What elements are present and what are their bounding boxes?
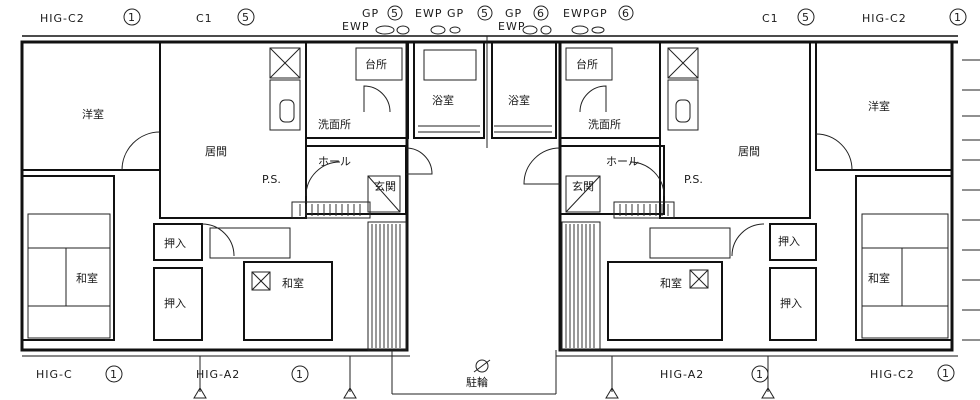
tag-gp-right-num: 6 bbox=[537, 7, 545, 20]
tag-bottom-right-outer-num: 1 bbox=[942, 367, 950, 380]
tag-bottom-left-outer: HIG-C bbox=[36, 368, 73, 381]
tag-top-right-c-num: 5 bbox=[802, 11, 810, 24]
bottom-grid-tags: HIG-C 1 HIG-A2 1 HIG-A2 1 HIG-C2 1 bbox=[36, 364, 955, 383]
right-kitchen-label: 台所 bbox=[576, 57, 598, 71]
left-washroom-label: 洗面所 bbox=[318, 118, 351, 131]
tag-circle bbox=[387, 5, 403, 21]
tag-ewpgp-left: EWP GP bbox=[415, 7, 464, 20]
tag-circle bbox=[937, 364, 955, 382]
left-entrance-label: 玄関 bbox=[374, 179, 396, 193]
left-closet-2-label: 押入 bbox=[164, 296, 186, 310]
tag-circle bbox=[123, 8, 141, 26]
right-washroom-label: 洗面所 bbox=[588, 118, 621, 131]
tag-top-right-c: C1 bbox=[762, 12, 779, 25]
tag-ewpgp-right-num: 6 bbox=[622, 7, 630, 20]
right-entrance-label: 玄関 bbox=[572, 179, 594, 193]
tag-top-left-outer-num: 1 bbox=[128, 11, 136, 24]
tag-bottom-right-a: HIG-A2 bbox=[660, 368, 704, 381]
left-kitchen-label: 台所 bbox=[365, 57, 387, 71]
right-closet-1-label: 押入 bbox=[778, 234, 800, 248]
tag-bottom-right-outer: HIG-C2 bbox=[870, 368, 915, 381]
right-bath-label: 浴室 bbox=[508, 93, 530, 107]
top-grid-tags: HIG-C2 1 C1 5 GP 5 EWP EWP GP 5 GP 6 EWP… bbox=[40, 5, 967, 33]
tag-circle bbox=[477, 5, 493, 21]
outer-walls bbox=[20, 35, 958, 357]
tag-top-right-outer-num: 1 bbox=[954, 11, 962, 24]
tag-circle bbox=[291, 365, 309, 383]
tag-circle bbox=[618, 5, 634, 21]
tag-bottom-right-a-num: 1 bbox=[756, 368, 764, 381]
right-living-label: 居間 bbox=[738, 145, 760, 158]
tag-circle bbox=[949, 8, 967, 26]
left-unit: 洋室 居間 台所 洗面所 浴室 ホール 玄関 P.S. bbox=[21, 41, 485, 351]
left-japanese-room-1-label: 和室 bbox=[76, 271, 98, 285]
tag-ewpgp-left-num: 5 bbox=[481, 7, 489, 20]
tag-bottom-left-outer-num: 1 bbox=[110, 368, 118, 381]
right-japanese-room-1-label: 和室 bbox=[868, 271, 890, 285]
right-hall-label: ホール bbox=[606, 155, 639, 168]
tag-circle bbox=[237, 8, 255, 26]
right-western-room-label: 洋室 bbox=[868, 99, 890, 113]
parking-label: 駐輪 bbox=[466, 375, 488, 389]
right-closet-2-label: 押入 bbox=[780, 296, 802, 310]
right-unit: 浴室 台所 洗面所 居間 洋室 ホール 玄関 P.S. bbox=[491, 41, 953, 351]
edge-ticks bbox=[962, 59, 980, 341]
tag-circle bbox=[105, 365, 123, 383]
tag-gp-right: GP bbox=[505, 7, 522, 20]
tag-top-left-c: C1 bbox=[196, 12, 213, 25]
tag-top-left-c-num: 5 bbox=[242, 11, 250, 24]
left-closet-1-label: 押入 bbox=[164, 236, 186, 250]
left-bath-label: 浴室 bbox=[432, 93, 454, 107]
tag-ewp-left: EWP bbox=[342, 20, 369, 33]
tag-circle bbox=[533, 5, 549, 21]
tag-gp-left: GP bbox=[362, 7, 379, 20]
tag-top-left-outer: HIG-C2 bbox=[40, 12, 85, 25]
left-ps-label: P.S. bbox=[262, 173, 281, 186]
tag-top-right-outer: HIG-C2 bbox=[862, 12, 907, 25]
tag-circle bbox=[751, 365, 769, 383]
tag-ewpgp-right: EWPGP bbox=[563, 7, 608, 20]
left-living-label: 居間 bbox=[205, 145, 227, 158]
central-passage: 駐輪 bbox=[391, 350, 557, 395]
tag-gp-left-num: 5 bbox=[391, 7, 399, 20]
left-western-room-label: 洋室 bbox=[82, 107, 104, 121]
right-ps-label: P.S. bbox=[684, 173, 703, 186]
tag-ewp-right: EWP bbox=[498, 20, 525, 33]
tag-circle bbox=[797, 8, 815, 26]
left-japanese-room-2-label: 和室 bbox=[282, 276, 304, 290]
meter-symbols bbox=[375, 25, 605, 35]
tag-bottom-left-a: HIG-A2 bbox=[196, 368, 240, 381]
right-japanese-room-2-label: 和室 bbox=[660, 276, 682, 290]
tag-bottom-left-a-num: 1 bbox=[296, 368, 304, 381]
